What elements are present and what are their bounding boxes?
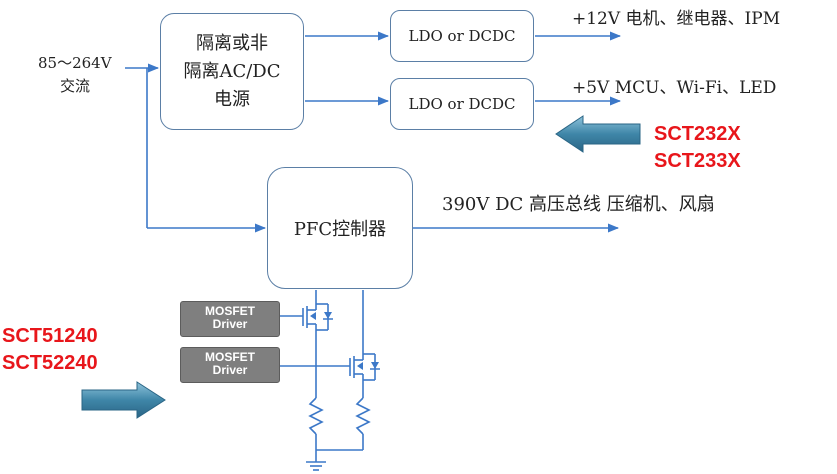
callout-part-sct233x: SCT233X <box>654 150 741 172</box>
isolated-acdc-box: 隔离或非 隔离AC/DC 电源 <box>160 13 304 130</box>
pfc-controller-box: PFC控制器 <box>267 167 413 289</box>
callout-arrow-bottom <box>81 381 166 419</box>
output-390v: 390V DC 高压总线 压缩机、风扇 <box>442 194 715 215</box>
callout-part-sct52240: SCT52240 <box>2 352 98 374</box>
input-type: 交流 <box>60 77 91 95</box>
mosfet-driver-1: MOSFET Driver <box>180 301 280 337</box>
driver2-line1: MOSFET <box>205 350 255 364</box>
isolated-line2: 隔离AC/DC <box>183 60 281 82</box>
input-voltage: 85～264V <box>38 54 112 72</box>
output-5v: +5V MCU、Wi-Fi、LED <box>572 78 777 98</box>
isolated-line1: 隔离或非 <box>195 32 268 54</box>
diode-1 <box>324 312 332 319</box>
ldo-box-2: LDO or DCDC <box>390 78 534 130</box>
resistor-1 <box>308 397 324 435</box>
ldo-box-1: LDO or DCDC <box>390 10 534 62</box>
callout-part-sct232x: SCT232X <box>654 123 741 145</box>
driver1-line2: Driver <box>212 317 248 331</box>
resistor-2 <box>355 397 371 435</box>
driver1-line1: MOSFET <box>205 304 255 318</box>
driver2-line2: Driver <box>212 363 248 377</box>
ldo-label-2: LDO or DCDC <box>408 95 516 113</box>
callout-arrow-top <box>555 115 641 153</box>
ldo-label-1: LDO or DCDC <box>408 27 516 45</box>
mosfet-driver-2: MOSFET Driver <box>180 347 280 383</box>
output-12v: +12V 电机、继电器、IPM <box>572 9 781 29</box>
callout-part-sct51240: SCT51240 <box>2 325 98 347</box>
diode-2 <box>371 362 379 369</box>
isolated-line3: 电源 <box>213 88 250 110</box>
pfc-label: PFC控制器 <box>293 219 387 240</box>
